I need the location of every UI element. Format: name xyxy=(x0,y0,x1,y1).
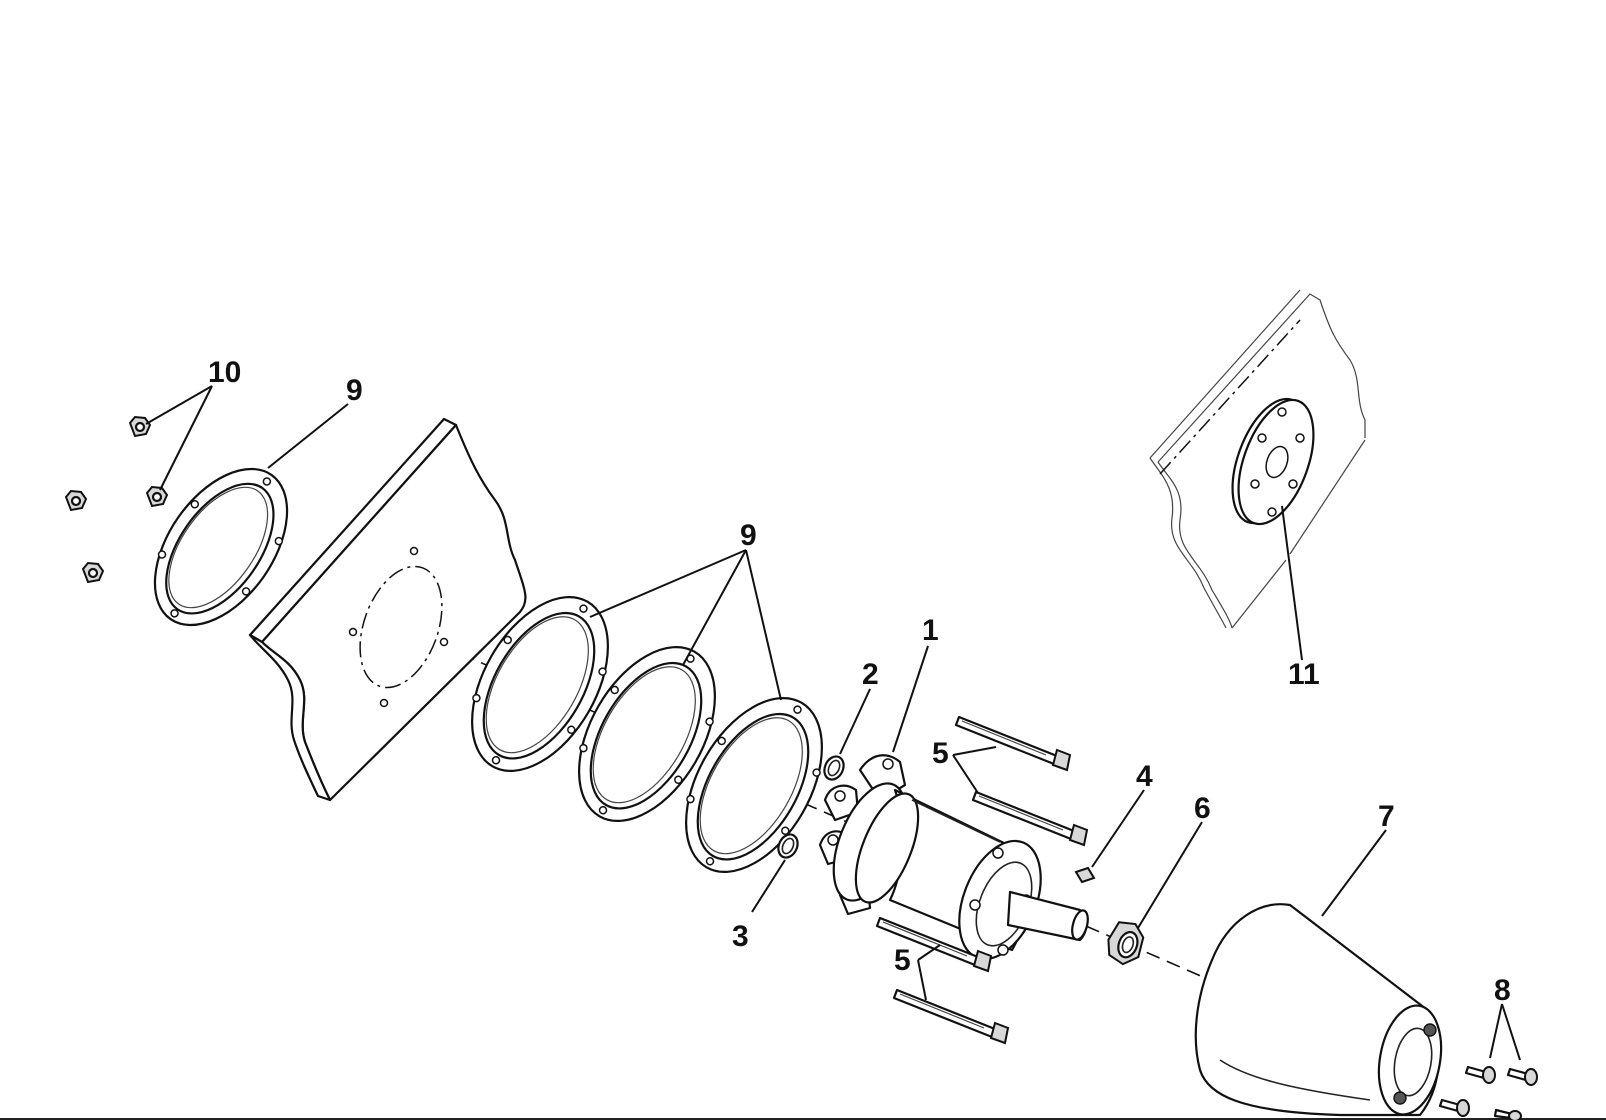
nut-icon xyxy=(81,561,105,584)
part-5-bolts xyxy=(875,715,1089,1045)
callout-labels: 10 9 9 1 2 5 4 6 7 3 5 8 11 xyxy=(208,356,1511,1007)
part-10-nuts xyxy=(64,415,169,584)
callout-10: 10 xyxy=(208,356,241,389)
part-8-screws xyxy=(1438,1065,1538,1120)
nut-icon xyxy=(128,415,152,438)
part-9-gasket-1 xyxy=(471,595,609,773)
screw-icon xyxy=(1506,1067,1538,1086)
bolt-icon xyxy=(892,988,1010,1045)
callout-9-center: 9 xyxy=(740,519,757,552)
bulkhead-plate xyxy=(248,417,527,802)
leader-lines xyxy=(145,385,1521,1061)
part-3-o-ring xyxy=(777,833,799,859)
part-11-panel-detail xyxy=(1149,289,1366,629)
callout-8: 8 xyxy=(1494,974,1511,1007)
part-7-nose-cone xyxy=(1194,903,1443,1117)
part-9-gasket-left xyxy=(153,467,289,627)
callout-5-lower: 5 xyxy=(894,944,911,977)
part-9-gasket-2 xyxy=(578,645,716,823)
callout-7: 7 xyxy=(1378,800,1395,833)
bolt-icon xyxy=(971,790,1089,847)
callout-1: 1 xyxy=(922,614,939,647)
part-4-key xyxy=(1074,866,1096,884)
callout-5-upper: 5 xyxy=(932,737,949,770)
callout-11: 11 xyxy=(1288,658,1320,691)
screw-icon xyxy=(1464,1065,1496,1084)
callout-9-left: 9 xyxy=(346,374,363,407)
screw-icon xyxy=(1493,1108,1522,1120)
callout-3: 3 xyxy=(732,920,749,953)
bolt-icon xyxy=(954,715,1072,772)
nut-icon xyxy=(145,485,169,508)
part-6-nut xyxy=(1107,921,1145,966)
callout-6: 6 xyxy=(1194,792,1211,825)
bolt-icon xyxy=(875,916,993,973)
part-9-gasket-3 xyxy=(685,696,823,874)
nut-icon xyxy=(64,489,88,512)
callout-4: 4 xyxy=(1136,760,1153,793)
screw-icon xyxy=(1438,1098,1470,1117)
part-1-bearing-housing xyxy=(818,754,1089,961)
part-2-o-ring xyxy=(823,755,845,781)
callout-2: 2 xyxy=(862,658,879,691)
